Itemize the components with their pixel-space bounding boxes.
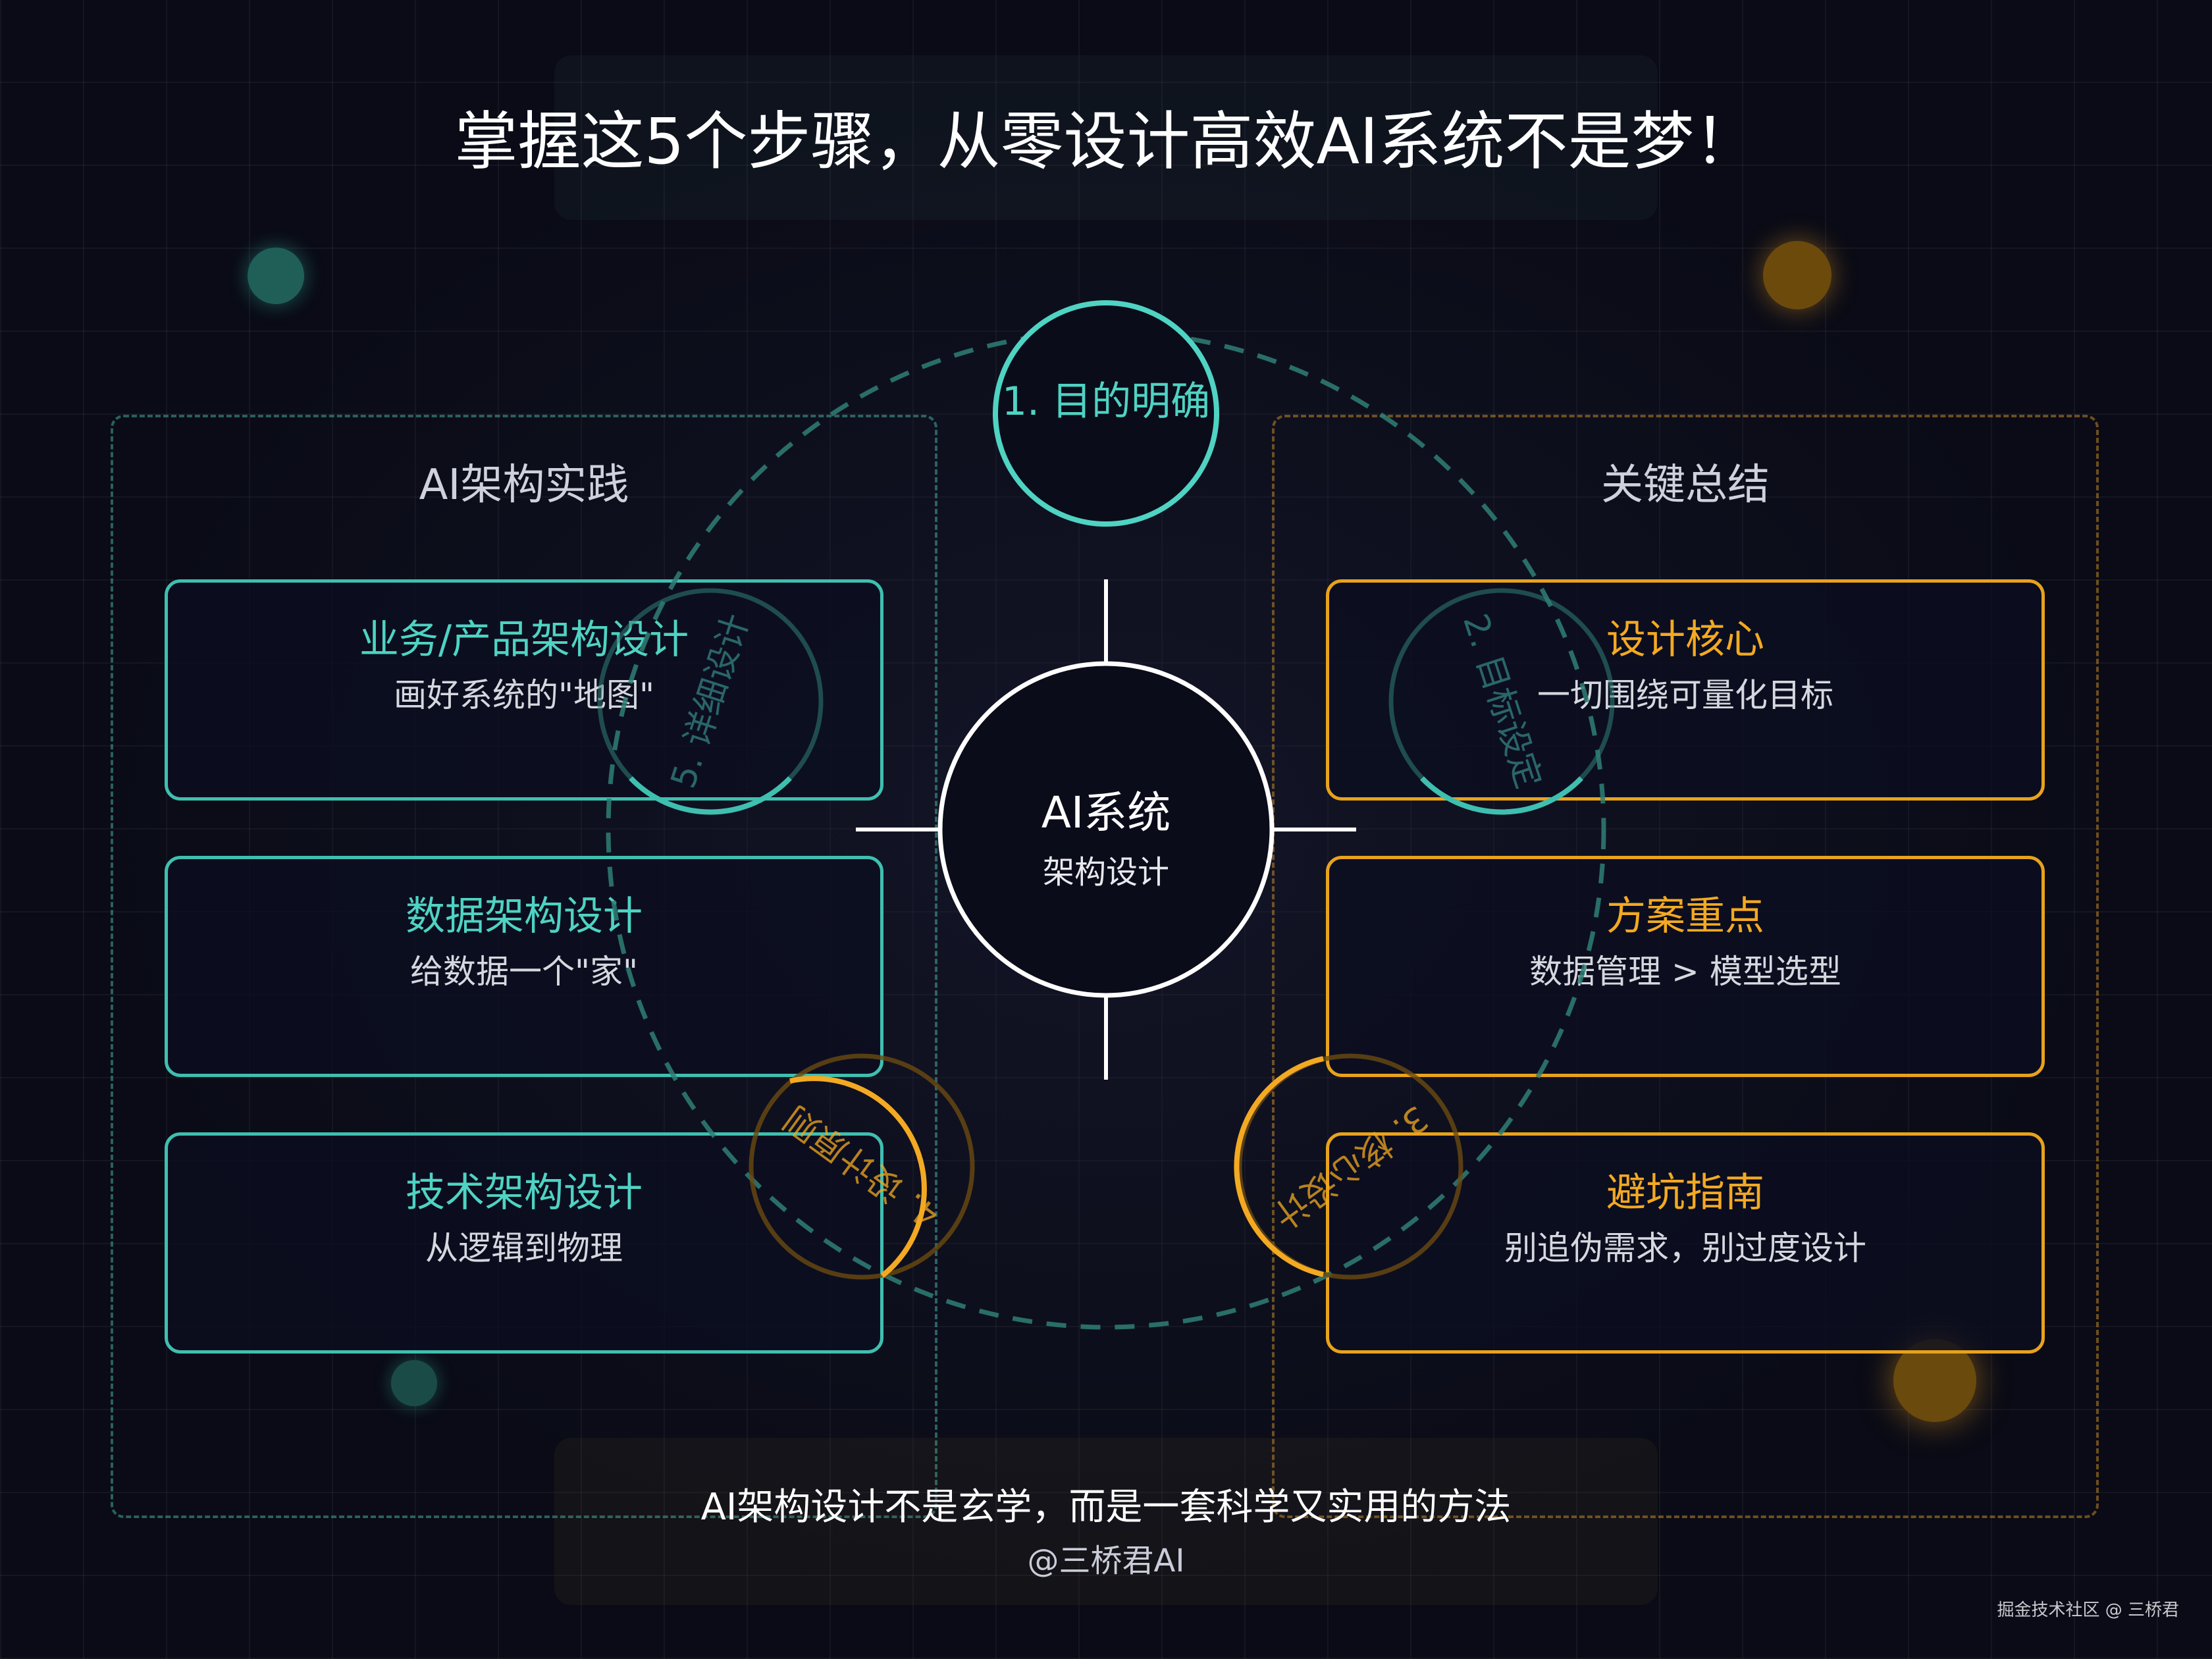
card-subtitle: 从逻辑到物理 xyxy=(425,1229,623,1267)
card-title: 避坑指南 xyxy=(1606,1170,1764,1216)
card-title: 技术架构设计 xyxy=(406,1170,643,1216)
step-1-circle xyxy=(993,300,1219,527)
footer-tagline: AI架构设计不是玄学，而是一套科学又实用的方法 xyxy=(700,1486,1512,1529)
title-backdrop xyxy=(554,55,1658,220)
left-panel-title: AI架构实践 xyxy=(419,461,629,510)
teal-decor-dot-small xyxy=(391,1360,437,1406)
right-panel: 关键总结 xyxy=(1272,415,2099,1518)
center-subtitle: 架构设计 xyxy=(1042,854,1169,891)
card-title: 设计核心 xyxy=(1606,617,1764,663)
step-5-circle-highlight xyxy=(629,776,792,815)
card-design-core: 设计核心 一切围绕可量化目标 xyxy=(1326,579,2045,801)
card-subtitle: 别追伪需求，别过度设计 xyxy=(1504,1229,1866,1267)
card-pitfall-guide: 避坑指南 别追伪需求，别过度设计 xyxy=(1326,1132,2045,1354)
card-subtitle: 给数据一个"家" xyxy=(410,953,638,991)
step-4-circle-highlight xyxy=(789,1076,927,1278)
card-solution-focus: 方案重点 数据管理 > 模型选型 xyxy=(1326,856,2045,1077)
footer-backdrop xyxy=(554,1438,1658,1605)
step-3-circle xyxy=(1237,1053,1463,1280)
card-subtitle: 画好系统的"地图" xyxy=(394,676,654,714)
card-title: 业务/产品架构设计 xyxy=(359,617,689,663)
card-title: 方案重点 xyxy=(1606,893,1764,939)
step-4-circle xyxy=(749,1053,975,1280)
card-title: 数据架构设计 xyxy=(406,893,643,939)
left-panel: AI架构实践 xyxy=(111,415,937,1518)
step-3-circle-highlight xyxy=(1234,1056,1324,1277)
card-business-architecture: 业务/产品架构设计 画好系统的"地图" xyxy=(165,579,883,801)
orange-decor-dot xyxy=(1763,241,1831,309)
center-title: AI系统 xyxy=(1041,787,1171,838)
card-data-architecture: 数据架构设计 给数据一个"家" xyxy=(165,856,883,1077)
step-1-label: 1. 目的明确 xyxy=(1001,379,1211,425)
right-panel-title: 关键总结 xyxy=(1601,461,1770,510)
card-tech-architecture: 技术架构设计 从逻辑到物理 xyxy=(165,1132,883,1354)
page-title: 掌握这5个步骤，从零设计高效AI系统不是梦！ xyxy=(454,105,1758,178)
teal-decor-dot xyxy=(248,248,304,304)
step-2-circle-highlight xyxy=(1420,776,1583,815)
footer-author: @三桥君AI xyxy=(1027,1542,1185,1579)
center-circle xyxy=(937,661,1275,998)
watermark: 掘金技术社区 @ 三桥君 xyxy=(1997,1600,2179,1620)
